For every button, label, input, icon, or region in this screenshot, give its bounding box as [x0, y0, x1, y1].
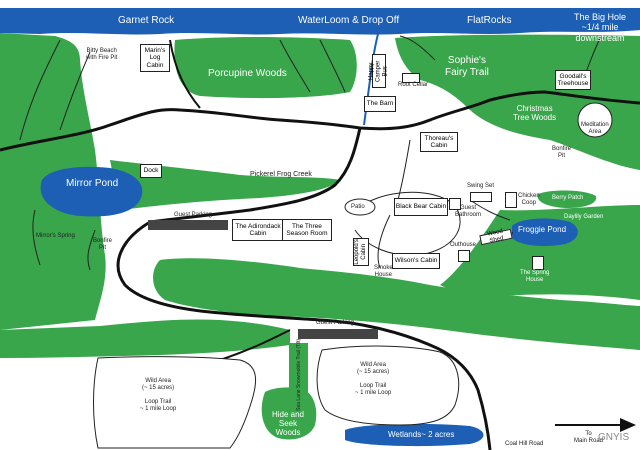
label-christmas-tree-woods: Christmas Tree Woods [513, 104, 557, 123]
label-coal-hill-road: Coal Hill Road [505, 441, 544, 447]
label-froggie-pond: Froggie Pond [518, 225, 567, 234]
woods-porcupine [174, 37, 357, 99]
label-chicken-coop: Chicken Coop [518, 193, 540, 206]
parking-bar-bottom [298, 329, 378, 339]
label-bonfire-pit-left: Bonfire Pit [93, 238, 113, 251]
mirror-pond [40, 166, 143, 217]
building-wilsons-cabin[interactable]: Wilson's Cabin [392, 253, 440, 269]
woods-lower-band [153, 258, 640, 350]
road-loop-big [116, 220, 492, 450]
trail-12 [32, 209, 41, 266]
label-garnet-rock: Garnet Rock [118, 15, 175, 26]
building-happy-camper-bus[interactable]: Happy Camper Bus [369, 54, 388, 88]
label-mirrors-spring: Mirror's Spring [36, 233, 75, 239]
label-flatrocks: FlatRocks [467, 15, 512, 26]
trail-4 [319, 39, 346, 93]
label-meditation-area: Meditation Area [581, 122, 609, 135]
label-guest-parking-top: Guest Parking [174, 212, 213, 218]
trail-1 [19, 39, 61, 141]
meditation-area-circle [577, 102, 613, 138]
building-dock[interactable]: Dock [140, 164, 162, 178]
label-root-cellar: Root Cellar [398, 82, 429, 88]
label-bitty-beach: Bitty Beach with Fire Pit [86, 48, 118, 61]
road-lower [219, 329, 291, 361]
label-bonfire-pit-right: Bonfire Pit [552, 146, 572, 159]
label-daylily-garden: Daylily Garden [564, 214, 604, 220]
happy-camper-bus-label: Happy Camper Bus [368, 60, 389, 82]
woods-bottom-left [0, 319, 290, 358]
trail-5 [399, 35, 436, 61]
building-outhouse-box[interactable] [458, 250, 470, 262]
building-leopolds-cabin[interactable]: Leopold's Cabin [353, 238, 369, 266]
road-left-drive [169, 39, 201, 109]
wild-area-right-region [316, 345, 460, 426]
label-smoke-house: Smoke House [374, 265, 393, 278]
building-root-cellar[interactable] [402, 73, 420, 83]
building-thoreaus-cabin[interactable]: Thoreau's Cabin [420, 132, 458, 152]
trail-8 [354, 191, 461, 256]
label-guest-parking-bottom: Guest Parking [316, 320, 355, 326]
label-hide-seek-woods: Hide and Seek Woods [271, 410, 305, 438]
trail-2 [59, 51, 91, 131]
label-patio: Patio [351, 204, 365, 210]
woods-mid-left [110, 160, 340, 210]
trail-9 [377, 214, 391, 269]
building-adirondack-cabin[interactable]: The Adirondack Cabin [232, 219, 284, 241]
woods-right [440, 205, 640, 300]
label-guest-bathroom: Guest Bathroom [455, 205, 482, 218]
main-road-arrowhead [620, 418, 636, 432]
road-right-drive [544, 90, 640, 105]
wild-area-left-region [93, 356, 257, 449]
building-spring-house-box[interactable] [532, 256, 544, 270]
building-chicken-coop-box[interactable] [505, 192, 517, 208]
label-porcupine-woods: Porcupine Woods [208, 68, 287, 79]
label-big-hole: The Big Hole ~1/4 mile downstream [573, 12, 627, 43]
label-spring-house: The Spring House [520, 270, 550, 283]
wetlands-area [345, 423, 484, 447]
building-black-bear-cabin[interactable]: Black Bear Cabin [394, 198, 448, 216]
building-guest-bathroom-box[interactable] [449, 198, 461, 210]
trail-sign-post [289, 343, 308, 423]
label-waterloom: WaterLoom & Drop Off [298, 15, 400, 26]
label-trail-sign: Sea Lane Snowmobile Trail (Tilt) [296, 338, 303, 411]
label-swing-set: Swing Set [467, 183, 495, 189]
froggie-pond [512, 218, 578, 246]
label-berry-patch: Berry Patch [552, 195, 584, 201]
label-mirror-pond: Mirror Pond [66, 178, 119, 189]
road-to-parking [149, 127, 362, 224]
leopolds-cabin-label: Leopold's Cabin [354, 239, 367, 265]
trail-10 [469, 199, 511, 221]
label-to-main-road: To Main Road [574, 431, 604, 444]
building-the-barn[interactable]: The Barn [364, 96, 396, 112]
label-wild-area-left: Wild Area (~ 15 acres) Loop Trail ~ 1 mi… [140, 378, 177, 412]
parking-bar-top [148, 220, 228, 230]
berry-patch-area [537, 190, 597, 208]
label-outhouse: Outhouse [450, 242, 477, 248]
river [0, 8, 640, 35]
label-wetlands: Wetlands~ 2 acres [388, 430, 455, 439]
label-pickerel-frog-creek: Pickerel Frog Creek [250, 171, 312, 178]
trail-13 [87, 229, 96, 271]
label-sophies-fairy-trail: Sophie's Fairy Trail [445, 55, 489, 78]
building-marins-log-cabin[interactable]: Marin's Log Cabin [140, 44, 170, 72]
building-goodalls-treehouse[interactable]: Goodall's Treehouse [555, 70, 591, 90]
woods-top-right [395, 34, 640, 170]
road-main [0, 90, 546, 152]
label-wild-area-right: Wild Area (~ 15 acres) Loop Trail ~ 1 mi… [355, 362, 392, 396]
watermark: GNYIS [598, 432, 630, 443]
building-swing-set-frame[interactable] [470, 192, 492, 202]
patio-oval [344, 198, 376, 216]
building-three-season-room[interactable]: The Three Season Room [282, 219, 332, 241]
trail-3 [279, 39, 311, 93]
